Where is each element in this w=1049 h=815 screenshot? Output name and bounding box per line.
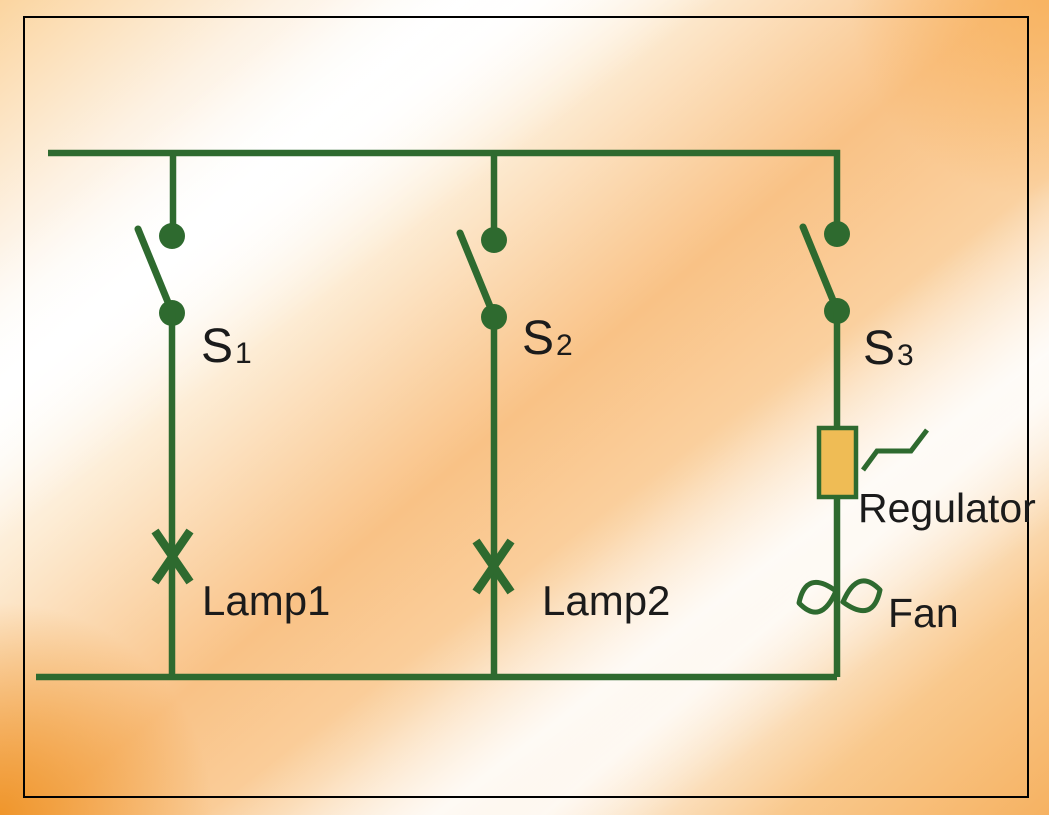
switch-label-s3: S3 xyxy=(863,325,914,373)
switch-label-s2: S2 xyxy=(522,315,573,363)
switch2-blade xyxy=(456,229,498,320)
switch-label-s1-base: S xyxy=(201,320,234,373)
fan-label: Fan xyxy=(888,590,959,636)
switch-label-s3-sub: 3 xyxy=(897,339,914,372)
switch-label-s1: S1 xyxy=(201,323,252,371)
lamp2-label: Lamp2 xyxy=(542,577,671,624)
switch1-blade xyxy=(134,225,176,316)
regulator-box xyxy=(816,425,859,500)
regulator-adjuster-icon xyxy=(860,428,929,472)
switch3-blade xyxy=(799,223,841,314)
switch-label-s2-base: S xyxy=(522,312,555,365)
fan-blades-icon xyxy=(796,578,883,615)
switch2-top-contact-dot xyxy=(481,227,507,253)
fan-right-petal xyxy=(840,578,883,614)
top-bus-wire xyxy=(48,149,841,236)
switch1-top-contact-dot xyxy=(159,223,185,249)
switch-label-s2-sub: 2 xyxy=(556,329,573,362)
diagram-border-frame xyxy=(23,16,1029,798)
switch3-top-contact-dot xyxy=(824,221,850,247)
regulator-label: Regulator xyxy=(858,485,1036,531)
fan-left-petal xyxy=(796,579,839,615)
switch-label-s3-base: S xyxy=(863,322,896,375)
lamp2-x-icon xyxy=(472,538,515,595)
lamp1-label: Lamp1 xyxy=(202,577,331,624)
switch-label-s1-sub: 1 xyxy=(235,337,252,370)
lamp1-x-icon xyxy=(151,528,194,585)
branch-lamp2 xyxy=(456,153,515,677)
branch-fan xyxy=(796,221,929,677)
branch-lamp1 xyxy=(134,153,194,677)
